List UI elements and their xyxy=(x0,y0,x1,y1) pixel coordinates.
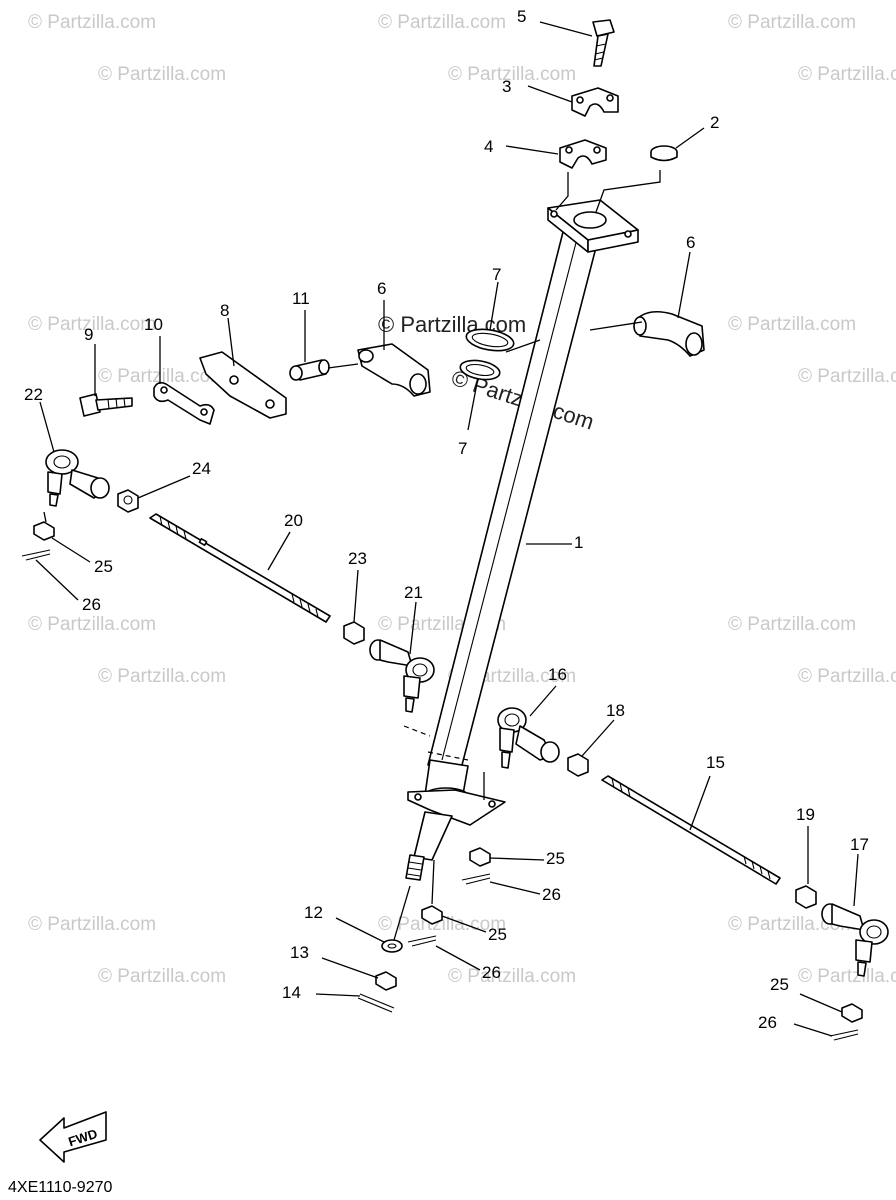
watermark: © Partzilla.com xyxy=(798,966,896,987)
watermark: © Partzilla.com xyxy=(798,64,896,85)
watermark: © Partzilla.com xyxy=(28,914,156,935)
callout-26-lower[interactable]: 26 xyxy=(482,963,501,982)
bolt-9[interactable] xyxy=(79,393,133,417)
nut-13[interactable] xyxy=(375,971,397,991)
watermark: © Partzilla.com xyxy=(28,12,156,33)
callout-26-center[interactable]: 26 xyxy=(542,885,561,904)
callout-25-center[interactable]: 25 xyxy=(546,849,565,868)
clamp-3[interactable] xyxy=(571,87,619,117)
cotter-pin-26-lower[interactable] xyxy=(407,935,437,947)
callout-21[interactable]: 21 xyxy=(404,583,423,602)
tie-rod-20[interactable] xyxy=(149,513,331,623)
cotter-pin-26-left[interactable] xyxy=(21,549,51,561)
tie-rod-end-22[interactable] xyxy=(45,449,110,507)
nut-23[interactable] xyxy=(343,621,365,645)
nut-18[interactable] xyxy=(567,753,589,777)
callout-24[interactable]: 24 xyxy=(192,459,211,478)
nut-19[interactable] xyxy=(795,885,817,909)
callout-5[interactable]: 5 xyxy=(517,7,526,26)
cotter-pin-14[interactable] xyxy=(357,993,395,1013)
callout-25-lower[interactable]: 25 xyxy=(488,925,507,944)
circlip-7-upper[interactable] xyxy=(465,326,516,354)
callout-4[interactable]: 4 xyxy=(484,137,493,156)
callout-13[interactable]: 13 xyxy=(290,943,309,962)
nut-24[interactable] xyxy=(117,489,139,513)
callout-12[interactable]: 12 xyxy=(304,903,323,922)
watermark: © Partzilla.com xyxy=(98,666,226,687)
watermarks: © Partzilla.com © Partzilla.com © Partzi… xyxy=(28,12,896,987)
watermark: © Partzilla.com xyxy=(728,314,856,335)
callout-8[interactable]: 8 xyxy=(220,301,229,320)
callout-10[interactable]: 10 xyxy=(144,315,163,334)
washer-12[interactable] xyxy=(381,939,403,953)
leader-lines xyxy=(35,21,859,1037)
nut-25-lower[interactable] xyxy=(421,905,443,925)
callout-22[interactable]: 22 xyxy=(24,385,43,404)
bolt-5[interactable] xyxy=(592,19,615,67)
callouts: 5 3 4 2 6 7 7 6 11 8 10 9 22 24 25 26 20… xyxy=(24,7,869,1032)
watermark: © Partzilla.com xyxy=(798,366,896,387)
callout-1[interactable]: 1 xyxy=(574,533,583,552)
callout-25-left[interactable]: 25 xyxy=(94,557,113,576)
callout-26-right[interactable]: 26 xyxy=(758,1013,777,1032)
callout-7-lower[interactable]: 7 xyxy=(458,439,467,458)
collar-11[interactable] xyxy=(289,359,330,381)
callout-7-upper[interactable]: 7 xyxy=(492,265,501,284)
watermark: © Partzilla.com xyxy=(448,966,576,987)
callout-6-right[interactable]: 6 xyxy=(686,233,695,252)
watermark: © Partzilla.com xyxy=(728,12,856,33)
watermark: © Partzilla.com xyxy=(98,966,226,987)
callout-6-left[interactable]: 6 xyxy=(377,279,386,298)
callout-2[interactable]: 2 xyxy=(710,113,719,132)
watermark: © Partzilla.com xyxy=(98,64,226,85)
diagram-code: 4XE1110-9270 xyxy=(8,1179,112,1196)
lock-plate-10[interactable] xyxy=(153,381,215,425)
watermark: © Partzilla.com xyxy=(28,614,156,635)
callout-17[interactable]: 17 xyxy=(850,835,869,854)
watermark: © Partzilla.com xyxy=(98,366,226,387)
callout-20[interactable]: 20 xyxy=(284,511,303,530)
callout-25-right[interactable]: 25 xyxy=(770,975,789,994)
callout-23[interactable]: 23 xyxy=(348,549,367,568)
steering-column-shaft[interactable] xyxy=(405,199,639,881)
nut-25-right[interactable] xyxy=(841,1003,863,1023)
cotter-pin-26-right[interactable] xyxy=(829,1029,859,1041)
bushing-6-right[interactable] xyxy=(633,310,705,357)
callout-3[interactable]: 3 xyxy=(502,77,511,96)
callout-18[interactable]: 18 xyxy=(606,701,625,720)
callout-15[interactable]: 15 xyxy=(706,753,725,772)
tie-rod-end-17[interactable] xyxy=(821,903,889,977)
callout-14[interactable]: 14 xyxy=(282,983,301,1002)
clamp-4[interactable] xyxy=(559,139,607,169)
bushing-6-left[interactable] xyxy=(357,343,431,397)
watermark: © Partzilla.com xyxy=(378,12,506,33)
tie-rod-end-16[interactable] xyxy=(497,707,560,769)
callout-19[interactable]: 19 xyxy=(796,805,815,824)
watermark: © Partzilla.com xyxy=(448,64,576,85)
watermark: © Partzilla.com xyxy=(728,614,856,635)
tie-rod-end-21[interactable] xyxy=(369,639,435,737)
nut-25-center[interactable] xyxy=(469,847,491,867)
cap-2[interactable] xyxy=(650,145,678,162)
watermark: © Partzilla.com xyxy=(798,666,896,687)
callout-26-left[interactable]: 26 xyxy=(82,595,101,614)
callout-16[interactable]: 16 xyxy=(548,665,567,684)
watermark: © Partzilla.com xyxy=(378,914,506,935)
tie-rod-15[interactable] xyxy=(601,775,781,885)
cotter-pin-26-center[interactable] xyxy=(461,873,491,885)
callout-11[interactable]: 11 xyxy=(292,289,310,308)
watermark: © Partzilla.com xyxy=(28,314,156,335)
nut-25-left[interactable] xyxy=(33,521,55,541)
callout-9[interactable]: 9 xyxy=(84,325,93,344)
fwd-arrow-icon: FWD xyxy=(39,1111,107,1163)
